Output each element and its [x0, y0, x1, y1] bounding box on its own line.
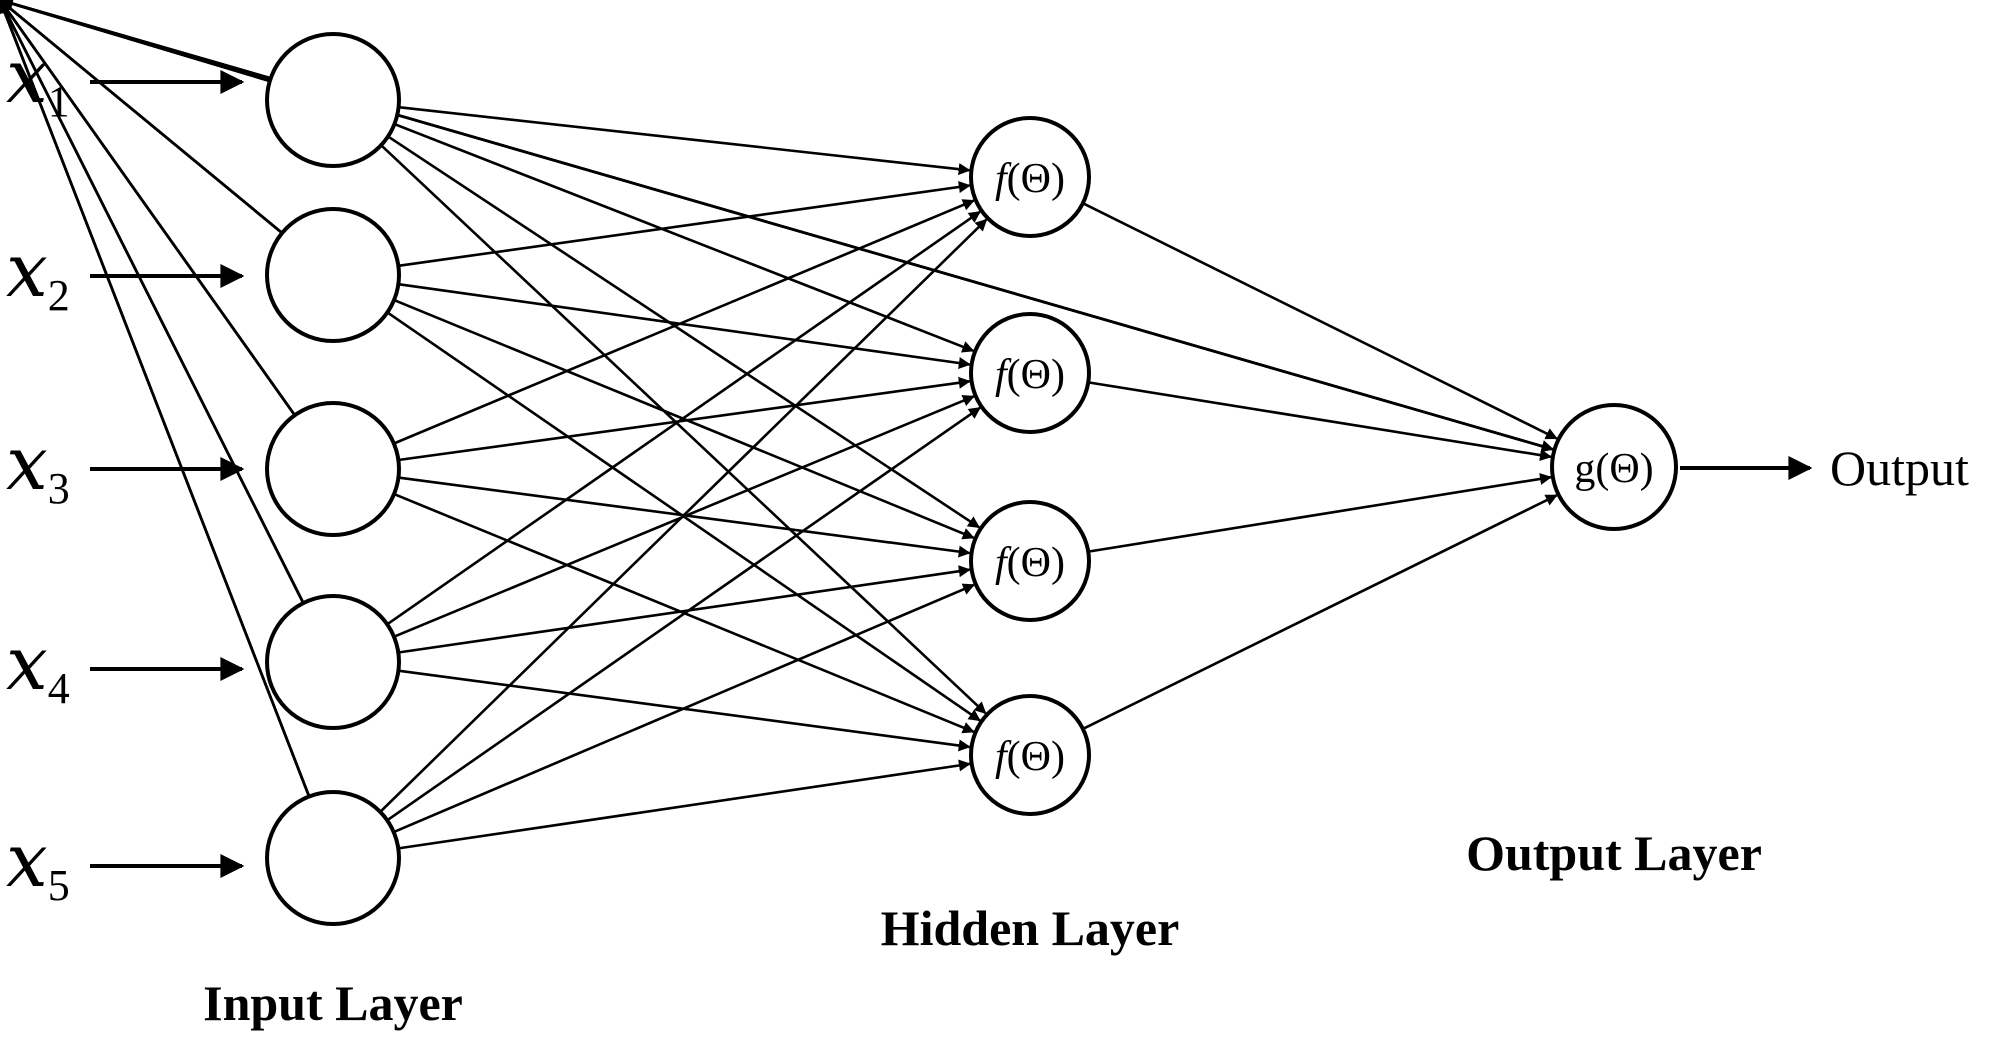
output-node: [1550, 403, 1678, 531]
input-node-5: [265, 790, 401, 926]
input-node-2: [265, 207, 401, 343]
input-node-3: [265, 401, 401, 537]
edge-input-hidden-5-1: [379, 218, 988, 813]
hidden-layer-nodes: f(Θ) f(Θ) f(Θ) f(Θ): [969, 116, 1091, 816]
input-label-5: x5: [6, 818, 70, 910]
edge-input-hidden-3-8: [0, 0, 296, 416]
output-layer-node-group: g(Θ): [1550, 403, 1678, 531]
hidden-to-output-connections: [0, 0, 1558, 731]
input-layer-label: Input Layer: [203, 975, 463, 1031]
input-layer-nodes: [265, 32, 401, 926]
edge-input-hidden-1-1: [398, 105, 971, 176]
edge-input-hidden-1-7: [380, 144, 987, 715]
input-label-1: x1: [6, 34, 70, 126]
edge-input-hidden-5-8: [0, 0, 311, 797]
edge-input-hidden-1-3: [394, 122, 975, 353]
edge-hidden-output-7-1: [1082, 494, 1558, 731]
edge-input-hidden-3-3: [398, 376, 971, 462]
edge-input-hidden-4-8: [0, 0, 305, 604]
input-label-2: x2: [6, 228, 70, 320]
input-to-hidden-connections: [0, 0, 988, 850]
edge-input-hidden-2-3: [398, 282, 971, 369]
hidden-node-3: [969, 500, 1091, 622]
hidden-node-3-label: f(Θ): [995, 540, 1065, 586]
output-node-label: g(Θ): [1574, 446, 1653, 492]
hidden-node-4-label: f(Θ): [995, 734, 1065, 780]
edge-hidden-output-5-1: [1088, 472, 1552, 553]
edge-hidden-output-1-1: [1082, 202, 1558, 440]
hidden-node-1-label: f(Θ): [995, 156, 1065, 202]
input-node-1: [265, 32, 401, 168]
edge-input-hidden-5-7: [398, 759, 971, 850]
hidden-node-4: [969, 694, 1091, 816]
edge-input-hidden-5-3: [386, 406, 981, 822]
hidden-node-2: [969, 312, 1091, 434]
output-text: Output: [1830, 440, 1969, 496]
edge-hidden-output-3-1: [1088, 381, 1552, 462]
edge-hidden-output-8-1: [0, 0, 1554, 452]
input-label-4: x4: [6, 621, 70, 713]
edge-input-hidden-2-1: [398, 181, 971, 268]
output-layer-label: Output Layer: [1466, 825, 1762, 881]
input-label-3: x3: [6, 421, 70, 513]
hidden-layer-label: Hidden Layer: [881, 900, 1180, 956]
input-node-4: [265, 594, 401, 730]
input-arrows: [90, 70, 245, 878]
hidden-node-1: [969, 116, 1091, 238]
edge-input-hidden-3-1: [393, 199, 975, 445]
edge-input-hidden-5-5: [393, 583, 976, 834]
edge-input-hidden-4-1: [386, 210, 981, 626]
hidden-node-2-label: f(Θ): [995, 352, 1065, 398]
edge-input-hidden-4-5: [398, 565, 971, 654]
edge-input-hidden-2-8: [0, 0, 283, 235]
edge-input-hidden-1-5: [387, 135, 981, 529]
input-variable-labels: x1 x2 x3 x4 x5: [6, 34, 70, 910]
